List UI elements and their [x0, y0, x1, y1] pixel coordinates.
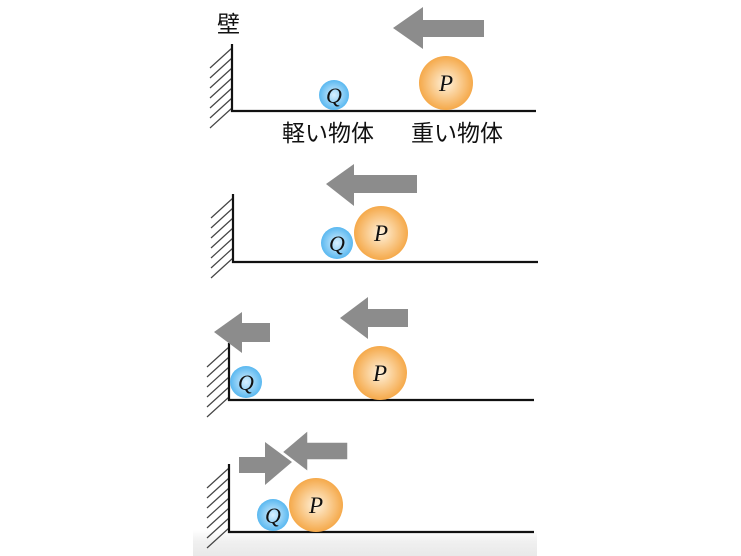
hatch-line	[206, 497, 230, 519]
ball-q-label: Q	[265, 503, 281, 528]
arrow-left-q	[214, 312, 270, 353]
bottom-shadow-band	[193, 530, 537, 556]
hatch-line	[206, 467, 230, 489]
hatch-line	[206, 386, 230, 408]
wall-and-floor	[227, 464, 534, 534]
wall-label: 壁	[217, 12, 240, 38]
wall-and-floor	[231, 194, 538, 264]
hatch-line	[210, 237, 234, 259]
ball-q-label: Q	[326, 83, 342, 108]
hatch-line	[209, 47, 233, 69]
hatch-line	[206, 487, 230, 509]
hatch-line	[206, 346, 230, 368]
heavy-object-label: 重い物体	[411, 121, 503, 147]
hatch-line	[209, 57, 233, 79]
hatch-line	[206, 527, 230, 549]
ball-q	[321, 227, 353, 259]
ball-p	[354, 206, 408, 260]
hatch-line	[209, 97, 233, 119]
ball-q	[230, 366, 262, 398]
wall-hatch	[209, 47, 233, 129]
panel-1: Q P 軽い物体 重い物体	[209, 7, 536, 147]
ball-p-label: P	[372, 361, 387, 386]
arrow-left-p	[326, 164, 417, 206]
hatch-line	[206, 356, 230, 378]
ball-p	[419, 56, 473, 110]
wall-hatch	[206, 346, 230, 418]
ball-p	[289, 478, 343, 532]
light-object-label: 軽い物体	[282, 121, 374, 147]
ball-q-label: Q	[238, 370, 254, 395]
ball-q-label: Q	[329, 231, 345, 256]
hatch-line	[210, 207, 234, 229]
hatch-line	[209, 107, 233, 129]
ball-q	[319, 80, 349, 110]
hatch-line	[209, 67, 233, 89]
wall-hatch	[206, 467, 230, 549]
panel-4: Q P	[206, 428, 534, 549]
hatch-line	[206, 517, 230, 539]
ball-p-label: P	[308, 493, 323, 518]
ball-p-label: P	[373, 221, 388, 246]
wall-and-floor	[230, 44, 536, 113]
hatch-line	[206, 366, 230, 388]
wall-and-floor	[227, 343, 534, 402]
wall-hatch	[210, 197, 234, 279]
hatch-line	[209, 87, 233, 109]
hatch-line	[209, 77, 233, 99]
hatch-line	[210, 227, 234, 249]
arrow-right-q	[239, 442, 292, 485]
arrow-left-p	[280, 428, 349, 474]
panel-2: Q P	[210, 164, 538, 279]
panel-3: Q P	[206, 297, 534, 418]
hatch-line	[206, 477, 230, 499]
hatch-line	[206, 376, 230, 398]
arrow-left-p	[340, 297, 408, 339]
ball-q	[257, 499, 289, 531]
hatch-line	[210, 217, 234, 239]
hatch-line	[210, 197, 234, 219]
ball-p-label: P	[438, 71, 453, 96]
hatch-line	[210, 247, 234, 269]
hatch-line	[206, 507, 230, 529]
ball-p	[353, 346, 407, 400]
hatch-line	[210, 257, 234, 279]
arrow-left-p	[393, 7, 484, 49]
hatch-line	[206, 396, 230, 418]
